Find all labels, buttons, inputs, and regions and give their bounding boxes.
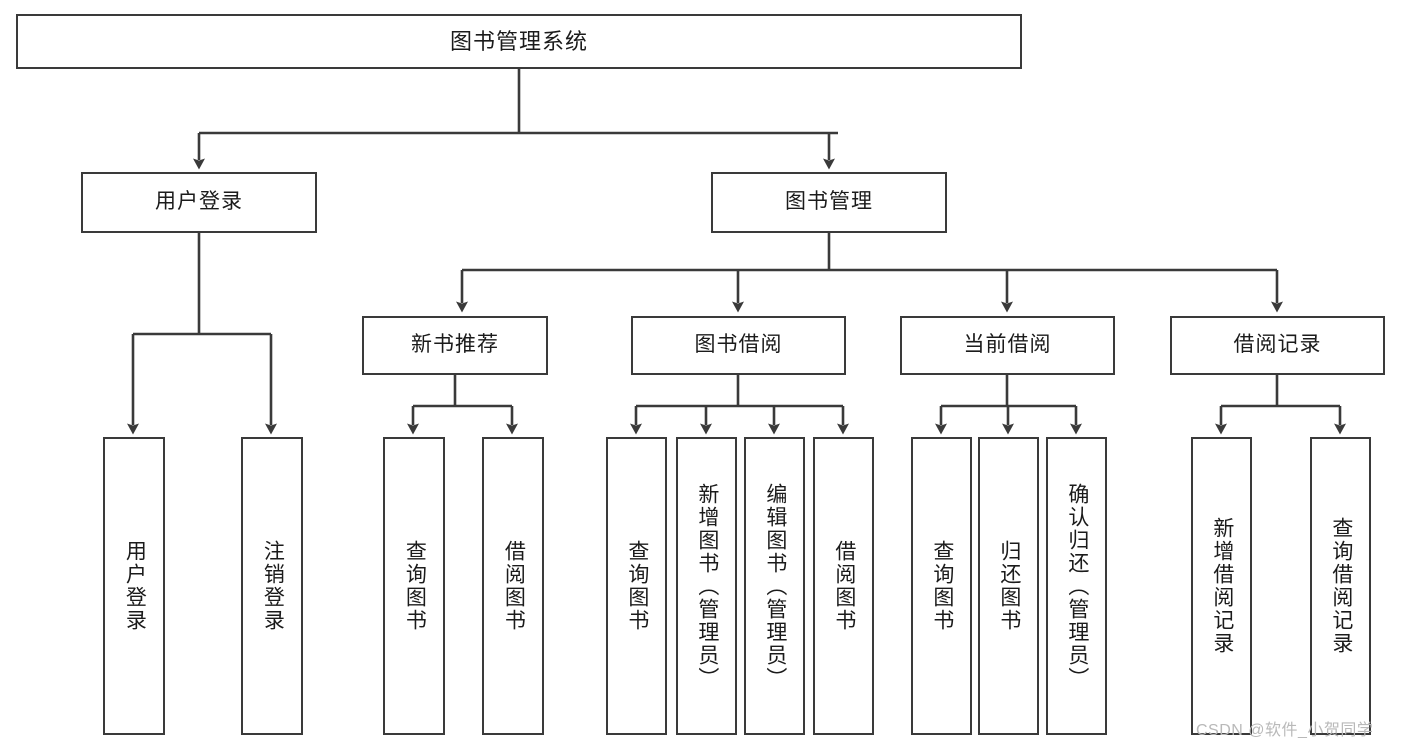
node-label: 注销登录 [261, 540, 285, 632]
node-current-borrow[interactable]: 当前借阅 [900, 316, 1115, 375]
node-label: 查询借阅记录 [1329, 517, 1353, 655]
node-label: 用户登录 [155, 190, 243, 214]
csdn-watermark: CSDN @软件_小贺同学 [1196, 722, 1374, 739]
node-root-book-management-system[interactable]: 图书管理系统 [16, 14, 1022, 69]
node-label: 图书管理系统 [449, 28, 588, 54]
leaf-current-borrow-return-books[interactable]: 归还图书 [978, 437, 1039, 735]
node-borrow-record[interactable]: 借阅记录 [1170, 316, 1385, 375]
leaf-borrow-record-add-record[interactable]: 新增借阅记录 [1191, 437, 1252, 735]
node-label: 用户登录 [123, 540, 147, 632]
leaf-user-login-logout[interactable]: 注销登录 [241, 437, 303, 735]
node-label: 新书推荐 [411, 333, 499, 357]
leaf-new-book-query-books[interactable]: 查询图书 [383, 437, 445, 735]
node-label: 新增图书（管理员） [695, 482, 719, 690]
node-label: 借阅图书 [832, 540, 856, 632]
leaf-book-borrow-query-books[interactable]: 查询图书 [606, 437, 667, 735]
node-user-login[interactable]: 用户登录 [81, 172, 317, 233]
leaf-book-borrow-edit-book-admin[interactable]: 编辑图书（管理员） [744, 437, 805, 735]
leaf-current-borrow-confirm-return-admin[interactable]: 确认归还（管理员） [1046, 437, 1107, 735]
leaf-book-borrow-borrow-books[interactable]: 借阅图书 [813, 437, 874, 735]
node-label: 编辑图书（管理员） [763, 482, 787, 690]
node-label: 图书管理 [785, 190, 873, 214]
leaf-user-login-login[interactable]: 用户登录 [103, 437, 165, 735]
node-label: 当前借阅 [963, 333, 1052, 357]
node-label: 借阅记录 [1233, 333, 1322, 357]
node-new-book-recommend[interactable]: 新书推荐 [362, 316, 548, 375]
node-label: 归还图书 [997, 540, 1021, 632]
node-label: 查询图书 [625, 540, 649, 632]
node-label: 查询图书 [930, 540, 954, 632]
leaf-current-borrow-query-books[interactable]: 查询图书 [911, 437, 972, 735]
leaf-new-book-borrow-books[interactable]: 借阅图书 [482, 437, 544, 735]
node-label: 新增借阅记录 [1210, 517, 1234, 655]
node-label: 借阅图书 [502, 540, 526, 632]
node-label: 确认归还（管理员） [1065, 482, 1089, 690]
node-book-borrow[interactable]: 图书借阅 [631, 316, 846, 375]
leaf-borrow-record-query-record[interactable]: 查询借阅记录 [1310, 437, 1371, 735]
leaf-book-borrow-add-book-admin[interactable]: 新增图书（管理员） [676, 437, 737, 735]
node-label: 图书借阅 [694, 333, 783, 357]
node-book-management[interactable]: 图书管理 [711, 172, 947, 233]
node-label: 查询图书 [403, 540, 427, 632]
